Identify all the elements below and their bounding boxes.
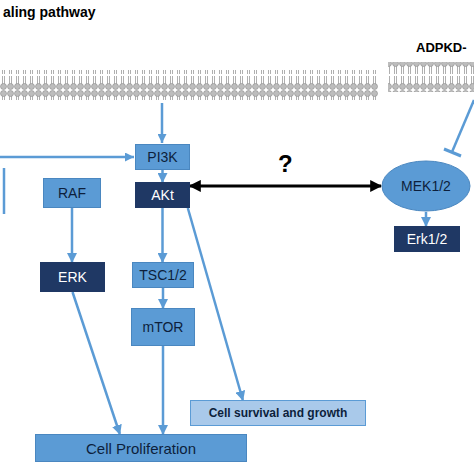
node-text: AKt: [151, 187, 174, 203]
node-text: RAF: [58, 185, 86, 201]
figure-title: aling pathway: [3, 4, 96, 20]
process-box: PI3K: [135, 144, 190, 170]
node-text: ERK: [58, 269, 87, 285]
process-box: RAF: [43, 178, 101, 208]
incoming-arrow: [0, 156, 134, 159]
process-box: ERK: [40, 262, 105, 292]
node-text: Cell Proliferation: [86, 440, 196, 457]
edge-label: ?: [276, 152, 295, 176]
cut-line: [3, 168, 6, 214]
panel-title: ADPKD-: [416, 40, 467, 55]
process-box: mTOR: [131, 308, 195, 346]
outcome-box: Cell survival and growth: [190, 400, 366, 426]
connector-arrow: [190, 184, 381, 187]
connector-arrow: [425, 212, 428, 226]
connector-arrow: [71, 208, 74, 262]
node-text: TSC1/2: [139, 267, 186, 283]
process-box: Erk1/2: [394, 226, 460, 252]
inhibition-line: [452, 100, 474, 152]
connector-arrow: [162, 288, 165, 308]
membrane-arrow: [161, 103, 164, 143]
connector-arrow: [73, 292, 120, 434]
process-ellipse: MEK1/2: [381, 160, 471, 212]
node-text: PI3K: [147, 149, 177, 165]
node-text: mTOR: [143, 319, 184, 335]
outcome-box: Cell Proliferation: [35, 434, 247, 462]
cell-membrane: [0, 70, 378, 100]
connector-arrow: [188, 208, 243, 400]
connector-arrow: [161, 208, 164, 262]
ellipse-shape: [382, 161, 470, 211]
cell-membrane: [388, 62, 474, 92]
node-text: Erk1/2: [407, 231, 447, 247]
inhibition-bar: [444, 149, 461, 156]
process-box: TSC1/2: [132, 262, 194, 288]
connector-arrow: [162, 346, 165, 434]
node-text: MEK1/2: [401, 178, 451, 194]
process-box: AKt: [135, 182, 190, 208]
node-text: Cell survival and growth: [209, 406, 348, 420]
connector-arrow: [161, 170, 164, 182]
